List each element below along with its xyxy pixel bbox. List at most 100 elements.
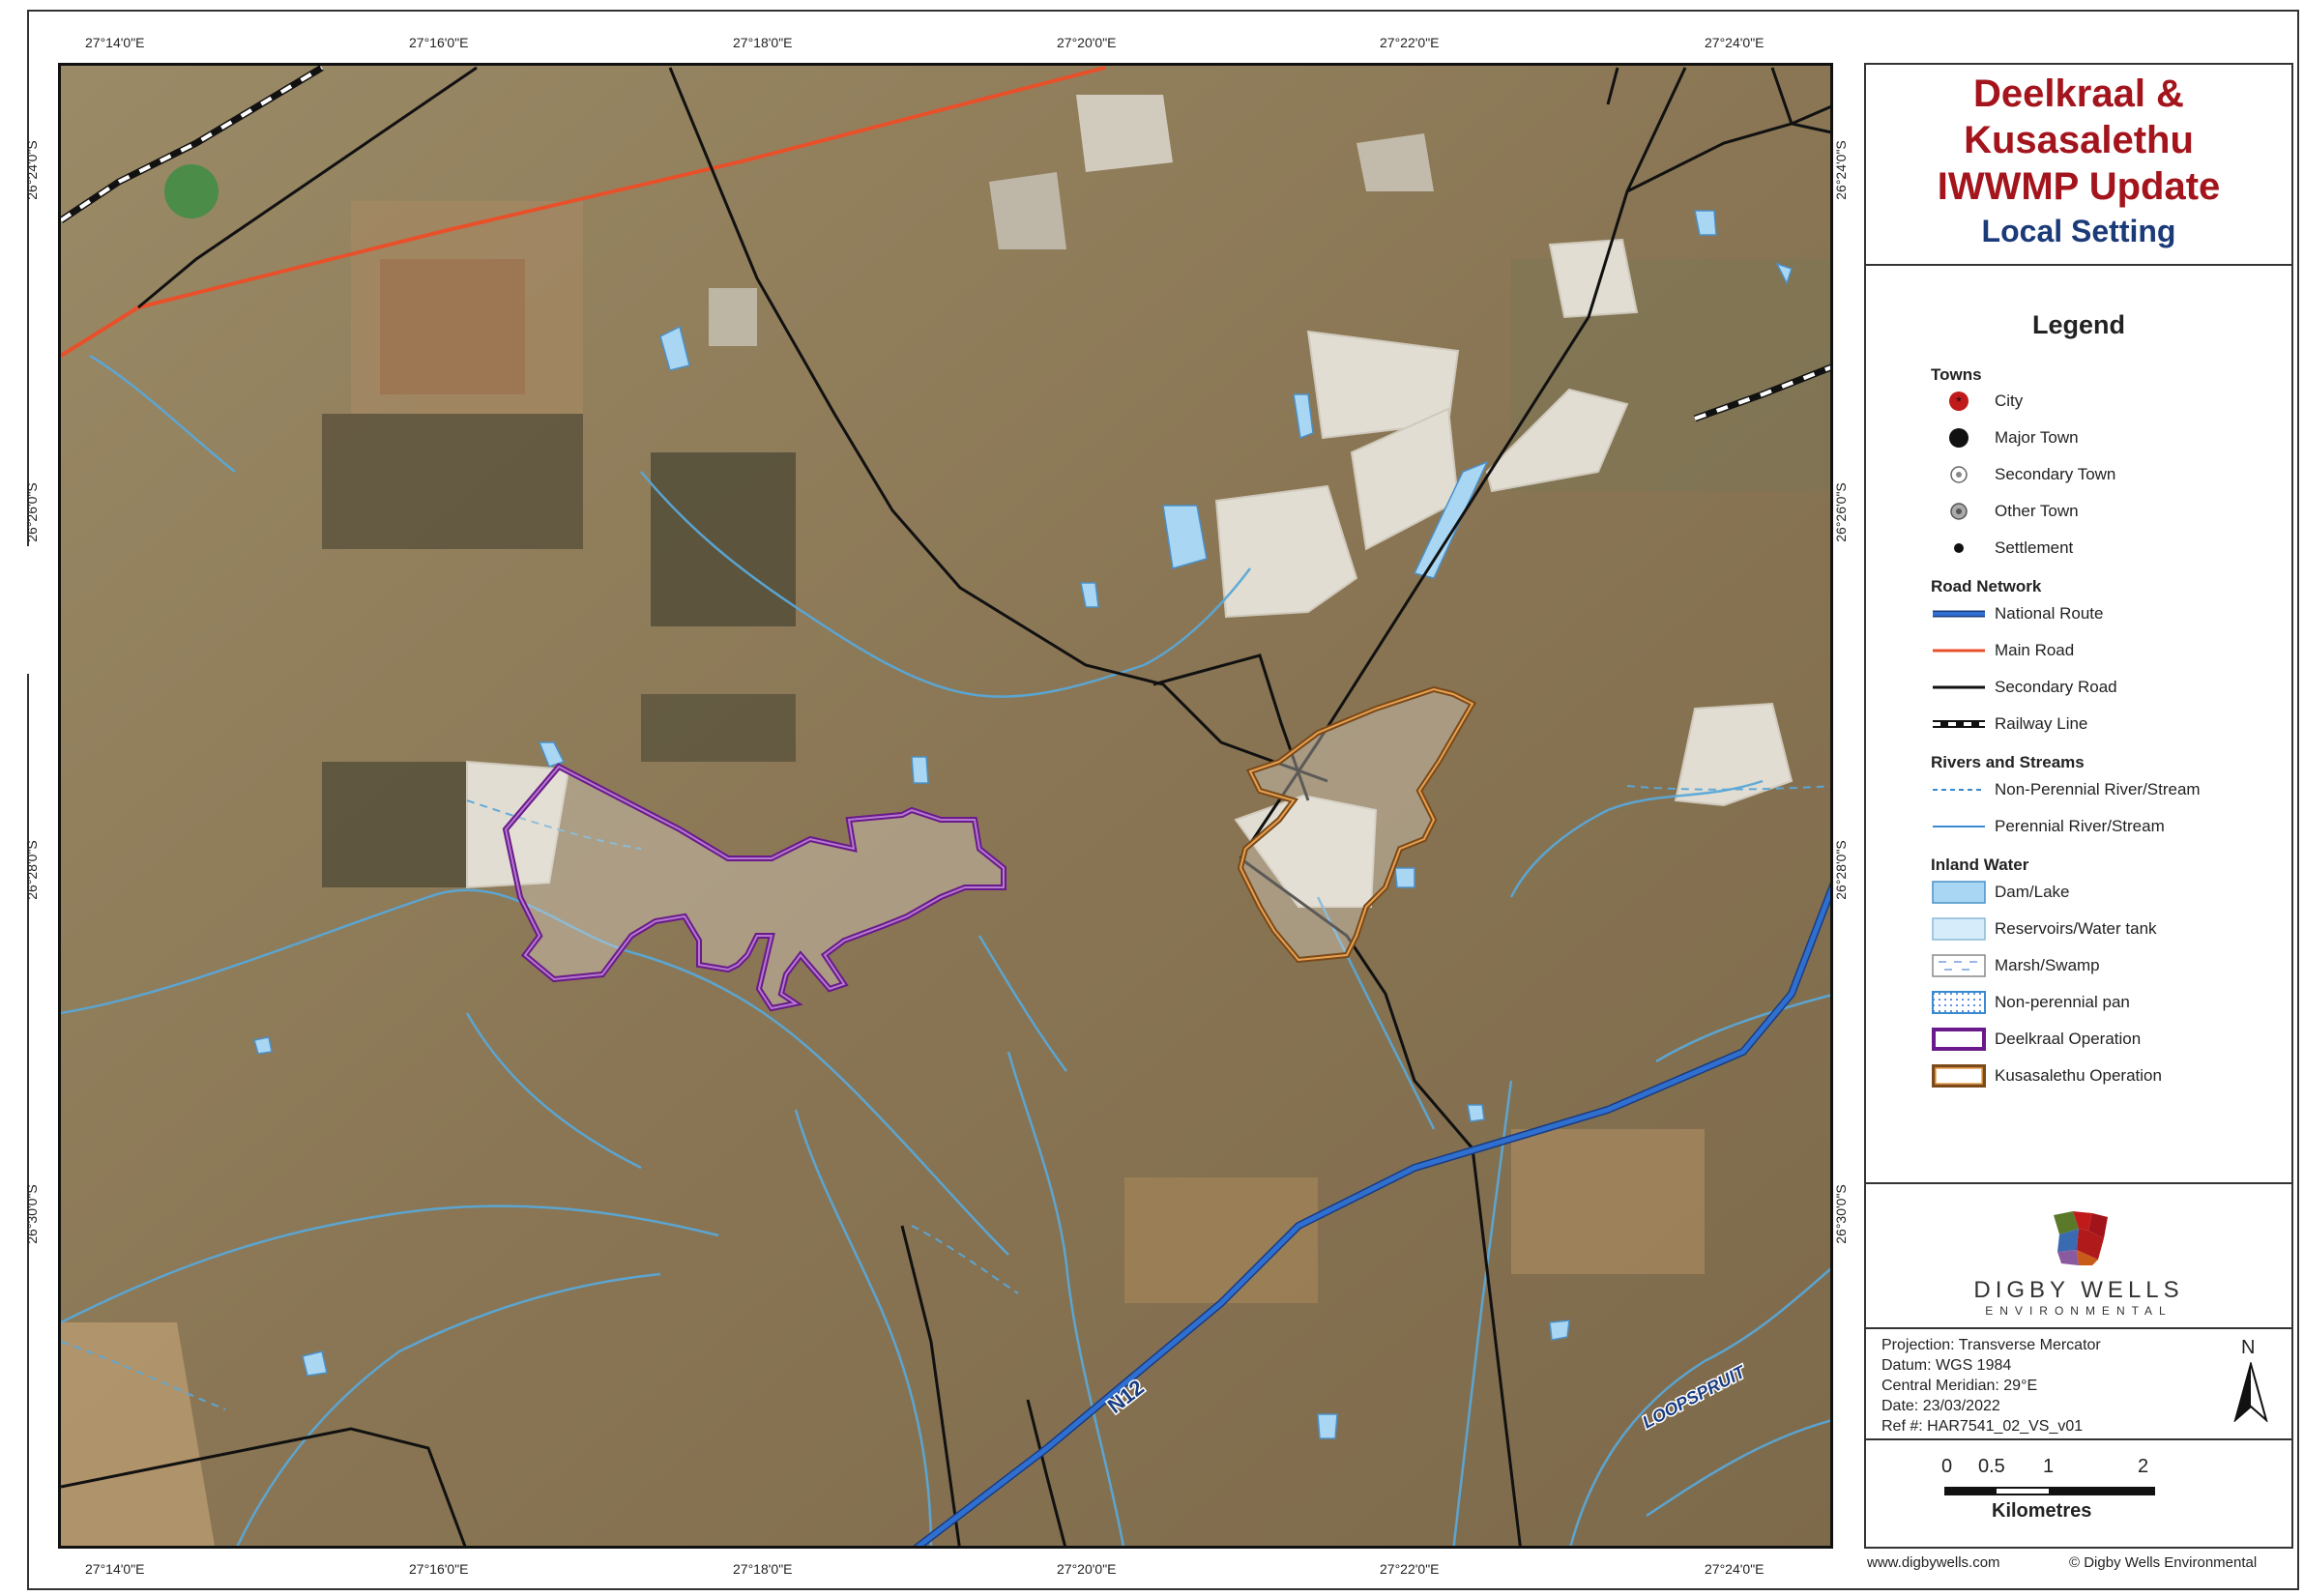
legend-item-secondary-road: Secondary Road [1931, 674, 2279, 701]
scale-unit: Kilometres [1992, 1500, 2092, 1522]
side-panel: Deelkraal & Kusasalethu IWWMP Update Loc… [1864, 63, 2293, 1549]
info-ref: Ref #: HAR7541_02_VS_v01 [1881, 1418, 2084, 1435]
legend-item-city: * City [1931, 388, 2279, 415]
legend-item-dam: Dam/Lake [1931, 879, 2279, 906]
footer-website[interactable]: www.digbywells.com [1867, 1554, 2000, 1571]
coord-bottom-1: 27°14'0"E [85, 1561, 145, 1577]
legend-item-settlement: Settlement [1931, 535, 2279, 562]
title-line-3: IWWMP Update [1937, 165, 2221, 208]
coord-bottom-5: 27°22'0"E [1380, 1561, 1440, 1577]
legend-towns-heading: Towns [1931, 365, 1982, 384]
digby-wells-logo-icon [2054, 1211, 2108, 1265]
legend-item-other-town: Other Town [1931, 498, 2279, 525]
satellite-map[interactable]: N12 LOOPSPRUIT [58, 63, 1833, 1549]
secondary-road-icon [1933, 685, 1985, 689]
perennial-river-icon [1933, 826, 1985, 827]
coord-bottom-6: 27°24'0"E [1705, 1561, 1764, 1577]
scale-bar-block: 0 0.5 1 2 Kilometres [1866, 1440, 2291, 1549]
legend-item-reservoir: Reservoirs/Water tank [1931, 915, 2279, 943]
coord-bottom-2: 27°16'0"E [409, 1561, 469, 1577]
info-projection: Projection: Transverse Mercator [1881, 1337, 2101, 1353]
dam-icon [1932, 881, 1986, 904]
coord-left-2: 26°26'0"S [23, 482, 40, 542]
major-town-icon [1949, 428, 1969, 448]
info-meridian: Central Meridian: 29°E [1881, 1378, 2038, 1394]
railway-line [61, 66, 1830, 422]
legend-item-kusasalethu: Kusasalethu Operation [1931, 1062, 2279, 1089]
logo-block: DIGBY WELLS ENVIRONMENTAL [1866, 1184, 2291, 1329]
scale-label-0: 0 [1941, 1456, 1953, 1477]
map-canvas: N12 LOOPSPRUIT [61, 66, 1830, 1546]
national-route [913, 882, 1830, 1546]
info-datum: Datum: WGS 1984 [1881, 1357, 2012, 1374]
legend-water-heading: Inland Water [1931, 856, 2029, 874]
legend-item-railway-line: Railway Line [1931, 711, 2279, 738]
coord-bottom-3: 27°18'0"E [733, 1561, 793, 1577]
coord-top-6: 27°24'0"E [1705, 35, 1764, 50]
scale-label-1: 1 [2043, 1456, 2055, 1477]
tailings-areas [466, 238, 1794, 908]
other-town-icon [1950, 503, 1968, 520]
svg-text:*: * [1956, 393, 1962, 409]
coord-top-4: 27°20'0"E [1057, 35, 1117, 50]
legend-item-deelkraal: Deelkraal Operation [1931, 1026, 2279, 1053]
reservoir-icon [1932, 917, 1986, 941]
main-road-icon [1933, 649, 1985, 653]
secondary-town-icon [1950, 466, 1968, 483]
coord-right-4: 26°30'0"S [1832, 1184, 1849, 1244]
coord-top-2: 27°16'0"E [409, 35, 469, 50]
scale-label-2: 2 [2138, 1456, 2149, 1477]
legend-item-perennial: Perennial River/Stream [1931, 813, 2279, 840]
coord-left-1: 26°24'0"S [23, 140, 40, 200]
coord-left-4: 26°30'0"S [23, 1184, 40, 1244]
title-line-1: Deelkraal & [1973, 73, 2184, 115]
title-block: Deelkraal & Kusasalethu IWWMP Update Loc… [1866, 65, 2291, 266]
legend-rivers-heading: Rivers and Streams [1931, 753, 2085, 771]
national-route-icon [1933, 610, 1985, 618]
info-date: Date: 23/03/2022 [1881, 1398, 2000, 1414]
marsh-icon [1932, 954, 1986, 977]
kusasalethu-icon [1932, 1064, 1986, 1088]
dams [253, 210, 1793, 1439]
coord-right-3: 26°28'0"S [1832, 840, 1849, 900]
legend-item-major-town: Major Town [1931, 424, 2279, 451]
title-line-2: Kusasalethu [1964, 119, 2194, 161]
non-perennial-river-icon [1933, 789, 1985, 791]
main-road [61, 66, 1106, 358]
legend-roads-heading: Road Network [1931, 577, 2042, 595]
coord-top-1: 27°14'0"E [85, 35, 145, 50]
footer-copyright: © Digby Wells Environmental [2069, 1554, 2258, 1571]
coord-left-3: 26°28'0"S [23, 840, 40, 900]
deelkraal-icon [1932, 1028, 1986, 1051]
settlement-icon [1954, 543, 1964, 553]
deelkraal-boundary-inner [504, 765, 1005, 1010]
legend-item-secondary-town: Secondary Town [1931, 461, 2279, 488]
legend-item-marsh: Marsh/Swamp [1931, 952, 2279, 979]
scale-label-0-5: 0.5 [1978, 1456, 2005, 1477]
scale-bar [1944, 1487, 2155, 1495]
coord-top-3: 27°18'0"E [733, 35, 793, 50]
legend: Legend Towns * City Major Town Secondary… [1866, 266, 2291, 1184]
legend-item-main-road: Main Road [1931, 637, 2279, 664]
pan-icon [1932, 991, 1986, 1014]
coord-bottom-4: 27°20'0"E [1057, 1561, 1117, 1577]
secondary-roads [61, 66, 1830, 1546]
railway-icon [1933, 720, 1985, 728]
north-arrow-icon [2233, 1362, 2268, 1422]
legend-title: Legend [2031, 310, 2125, 339]
kusasalethu-boundary-inner [1239, 687, 1474, 962]
legend-item-pan: Non-perennial pan [1931, 989, 2279, 1016]
coord-top-5: 27°22'0"E [1380, 35, 1440, 50]
logo-name: DIGBY WELLS [1973, 1277, 2184, 1303]
non-perennial-rivers [61, 785, 1830, 1410]
coord-right-1: 26°24'0"S [1832, 140, 1849, 200]
north-label: N [2241, 1337, 2256, 1358]
logo-sub: ENVIRONMENTAL [1985, 1304, 2173, 1318]
legend-item-national-route: National Route [1931, 600, 2279, 627]
map-info-block: Projection: Transverse Mercator Datum: W… [1866, 1329, 2291, 1440]
title-subtitle: Local Setting [1981, 214, 2176, 248]
legend-item-non-perennial: Non-Perennial River/Stream [1931, 776, 2279, 803]
terrain-patches [61, 95, 1830, 1546]
city-icon: * [1949, 392, 1969, 411]
coord-right-2: 26°26'0"S [1832, 482, 1849, 542]
